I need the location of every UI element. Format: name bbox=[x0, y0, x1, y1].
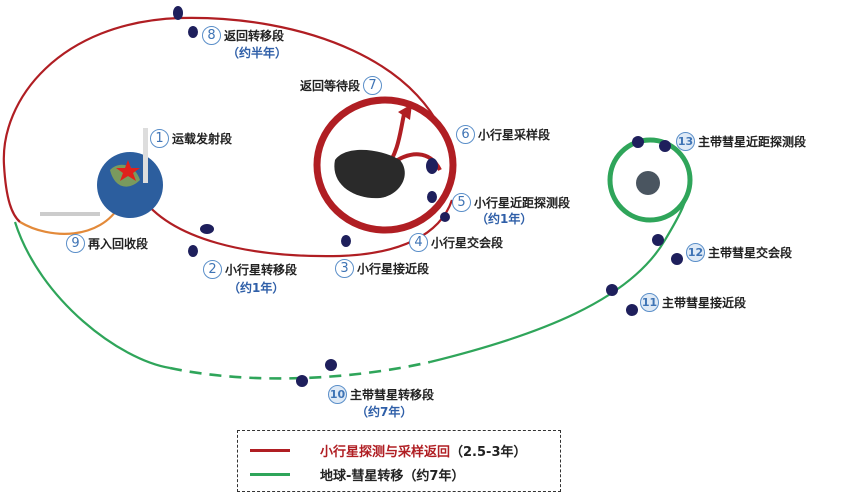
stage-text: 主带彗星接近段 bbox=[662, 296, 747, 310]
legend-red-label: 小行星探测与采样返回 bbox=[320, 445, 451, 460]
stage-number: 7 bbox=[363, 76, 383, 95]
asteroid-loop bbox=[313, 96, 457, 234]
comet-transfer-orbit bbox=[13, 221, 171, 370]
comet-orbit-loop bbox=[607, 137, 693, 223]
comet bbox=[636, 171, 660, 195]
spacecraft-markers bbox=[173, 6, 683, 387]
rocket bbox=[143, 128, 148, 183]
stage-text: 小行星接近段 bbox=[357, 262, 430, 276]
stage-number: 3 bbox=[335, 259, 354, 278]
stage-text: 运载发射段 bbox=[172, 132, 233, 146]
return-transfer-orbit bbox=[2, 16, 454, 223]
stage-2-duration: （约1年） bbox=[228, 281, 285, 295]
stage-text: 主带彗星转移段 bbox=[350, 388, 435, 402]
stage-number: 9 bbox=[66, 234, 85, 253]
stage-number: 11 bbox=[640, 293, 659, 312]
launch-star-icon bbox=[116, 160, 140, 181]
stage-text: 小行星近距探测段 bbox=[474, 196, 571, 210]
asteroid-transfer-orbit bbox=[139, 194, 454, 258]
stage-number: 1 bbox=[150, 129, 169, 148]
legend-red-duration: （2.5-3年） bbox=[450, 445, 527, 460]
stage-number: 12 bbox=[686, 243, 705, 262]
legend-green-label: 地球-彗星转移（约7年） bbox=[320, 469, 465, 484]
stage-text: 返回等待段 bbox=[300, 79, 361, 93]
legend-item-comet: 地球-彗星转移（约7年） bbox=[250, 465, 464, 484]
stage-text: 再入回收段 bbox=[88, 237, 149, 251]
stage-text: 主带彗星交会段 bbox=[708, 246, 793, 260]
stage-10-duration: （约7年） bbox=[356, 405, 413, 419]
legend-item-asteroid: 小行星探测与采样返回 （2.5-3年） bbox=[250, 441, 527, 460]
legend: 小行星探测与采样返回 （2.5-3年） 地球-彗星转移（约7年） bbox=[237, 430, 561, 492]
stage-number: 13 bbox=[676, 132, 695, 151]
arrow-head bbox=[398, 104, 412, 120]
stage-text: 主带彗星近距探测段 bbox=[698, 135, 807, 149]
stage-text: 小行星转移段 bbox=[225, 263, 298, 277]
return-capsule bbox=[40, 212, 100, 216]
green-line-swatch bbox=[250, 473, 290, 476]
stage-number: 10 bbox=[328, 385, 347, 404]
asteroid bbox=[334, 149, 405, 199]
stage-number: 6 bbox=[456, 125, 475, 144]
stage-8-duration: （约半年） bbox=[227, 46, 288, 60]
stage-5-duration: （约1年） bbox=[476, 212, 533, 226]
red-line-swatch bbox=[250, 449, 290, 452]
reentry-path bbox=[19, 204, 121, 235]
stage-number: 2 bbox=[203, 260, 222, 279]
stage-text: 小行星交会段 bbox=[431, 236, 504, 250]
stage-number: 4 bbox=[409, 233, 428, 252]
stage-number: 5 bbox=[452, 193, 471, 212]
stage-text: 小行星采样段 bbox=[478, 128, 551, 142]
stage-number: 8 bbox=[202, 26, 221, 45]
stage-text: 返回转移段 bbox=[224, 29, 285, 43]
